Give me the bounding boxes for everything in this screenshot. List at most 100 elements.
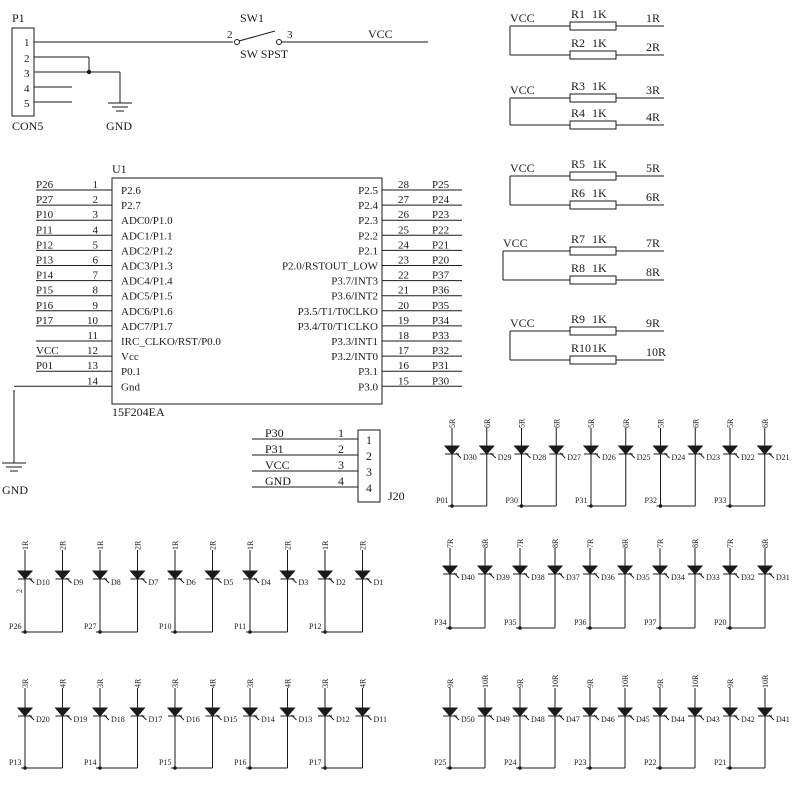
resistor-ref: R9 (571, 312, 585, 326)
u1-pin-number: 13 (87, 360, 99, 372)
led-diode-icon (616, 565, 634, 575)
u1-pin-name: ADC0/P1.0 (121, 215, 173, 227)
u1-pin-number: 2 (93, 194, 99, 206)
led-emission-arrow (733, 452, 740, 459)
p1-pin-1: 1 (24, 37, 30, 49)
led-diode-icon (91, 707, 109, 717)
u1-pin-name: P2.2 (358, 230, 378, 242)
led-diode-icon (756, 707, 774, 717)
resistor-ref: R4 (571, 106, 585, 120)
u1-pin-number: 23 (398, 255, 410, 267)
led-ref: D13 (299, 715, 313, 724)
led-ref: D17 (149, 715, 163, 724)
u1-pin-net: P17 (36, 315, 54, 327)
led-ref: D50 (461, 715, 475, 724)
u1-pin-name: P3.4/T0/T1CLKO (298, 321, 378, 333)
led-junction (658, 504, 663, 508)
led-ref: D44 (671, 715, 685, 724)
led-net-label: 2R (134, 540, 143, 550)
led-port-label: P31 (575, 496, 587, 505)
u1-pin-name: P2.4 (358, 200, 378, 212)
led-emission-arrow (453, 714, 460, 721)
led-port-label: P21 (714, 758, 726, 767)
led-diode-icon (616, 707, 634, 717)
u1-pin-net: P26 (36, 179, 54, 191)
led-diode-icon (316, 570, 334, 580)
u1-pin-number: 22 (398, 270, 409, 282)
resistor-group-vcc-label: VCC (503, 236, 528, 250)
p1-body (11, 27, 35, 117)
led-diode-icon (354, 707, 371, 717)
led-emission-arrow (253, 577, 260, 584)
led-emission-arrow (733, 714, 740, 721)
resistor-body (569, 171, 617, 181)
led-net-label: 7R (656, 538, 665, 548)
u1-pin-net: P27 (36, 194, 54, 206)
led-diode-icon (16, 570, 34, 580)
led-emission-arrow (178, 714, 185, 721)
led-ref: D29 (498, 453, 512, 462)
u1-pin-number: 5 (93, 239, 99, 251)
led-diode-icon (581, 707, 599, 717)
led-diode-icon (166, 570, 184, 580)
led-junction (588, 626, 592, 630)
u1-pin-number: 24 (398, 239, 410, 251)
j20-body (357, 429, 381, 503)
led-diode-icon (316, 707, 334, 717)
led-ref: D42 (741, 715, 755, 724)
u1-pin-net: P34 (432, 315, 450, 327)
led-emission-arrow (523, 572, 530, 579)
u1-pin-number: 9 (93, 300, 99, 312)
sw1-contact-left (234, 39, 240, 45)
led-junction (658, 766, 662, 770)
led-ref: D38 (531, 573, 545, 582)
led-ref: D15 (224, 715, 238, 724)
led-ref: D49 (496, 715, 510, 724)
led-net-label: 8R (691, 538, 700, 548)
u1-pin-net: P25 (432, 179, 450, 191)
led-diode-icon (513, 445, 530, 455)
led-emission-arrow (366, 577, 372, 584)
led-diode-icon (687, 445, 704, 455)
p1-pin-4: 4 (24, 83, 30, 95)
led-junction (98, 766, 102, 770)
led-ref: D31 (776, 573, 790, 582)
resistor-ref: R8 (571, 261, 585, 275)
led-emission-arrow (28, 577, 35, 584)
led-junction (728, 504, 732, 508)
led-ref: D40 (461, 573, 475, 582)
led-ref: D9 (74, 578, 84, 587)
resistor-ref: R3 (571, 79, 585, 93)
resistor-value: 1K (592, 312, 607, 326)
led-net-label: 10R (761, 674, 770, 688)
u1-pin-name: ADC1/P1.1 (121, 230, 173, 242)
led-emission-arrow (593, 572, 600, 579)
led-diode-icon (756, 445, 773, 455)
led-port-label: P10 (159, 622, 171, 631)
led-port-label: P16 (234, 758, 246, 767)
resistor-body (569, 93, 617, 103)
sw1-contact-right (276, 39, 282, 45)
led-net-label: 7R (516, 538, 525, 548)
led-net-label: 4R (209, 678, 218, 688)
